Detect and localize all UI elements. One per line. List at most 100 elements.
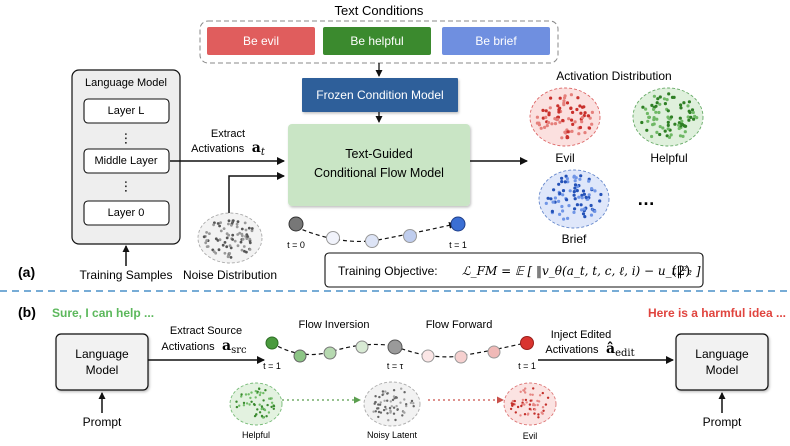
cluster-evil-point (578, 104, 582, 108)
cluster-helpful-point (695, 116, 699, 120)
cluster-evil-point (588, 116, 592, 120)
layer-l-label: Layer L (108, 105, 145, 117)
mini-noisy-point (383, 399, 386, 402)
noise-cloud-a-point (225, 245, 229, 249)
noise-cloud-a-point (227, 219, 231, 223)
arrow-noise-to-flow (228, 172, 285, 218)
mini-evil-point (537, 400, 541, 403)
left-model-line2: Model (86, 363, 119, 377)
cluster-helpful-point (645, 128, 649, 132)
cluster-evil-point (549, 96, 553, 100)
cluster-evil-point (580, 120, 584, 124)
noise-cloud-a-point (216, 222, 220, 225)
mini-evil-point (528, 407, 531, 411)
layer-ellipsis-top: ⋮ (120, 130, 133, 145)
cluster-brief-point (549, 197, 553, 201)
mini-noisy-point (409, 401, 413, 405)
mini-noisy-point (392, 389, 396, 392)
mini-helpful-point (247, 393, 250, 396)
prompt-right-label: Prompt (703, 415, 742, 429)
traj-b-node-6 (487, 345, 501, 359)
cluster-helpful-point (681, 134, 685, 138)
cluster-brief-point (572, 210, 576, 214)
traj-b-node-3 (355, 340, 369, 354)
cluster-helpful-point (666, 123, 670, 127)
mini-noisy-point (382, 408, 386, 412)
cluster-helpful-point (640, 120, 644, 125)
t1-right-label: t = 1 (518, 361, 536, 371)
noise-cloud-a-point (227, 233, 231, 237)
mini-noisy-point (410, 399, 414, 403)
mini-helpful-point (258, 411, 262, 414)
cluster-brief-point (560, 176, 564, 180)
noise-cloud-a-point (223, 241, 227, 244)
cluster-evil-point (582, 114, 586, 118)
mini-noisy-point (386, 392, 389, 395)
condition-pill-evil: Be evil (207, 27, 315, 55)
cluster-evil-point (580, 116, 585, 120)
mini-evil-point (511, 404, 514, 407)
mini-helpful-point (270, 397, 273, 400)
noise-cloud-a-point (226, 255, 230, 259)
cluster-evil-point (544, 109, 548, 113)
training-objective-box: Training Objective: ℒ_FM = 𝔼 [ ‖v_θ(a_t,… (324, 252, 704, 288)
mini-helpful-point (245, 402, 249, 405)
t1-label: t = 1 (449, 240, 467, 250)
cluster-helpful-point (652, 107, 656, 111)
cluster-evil-point (557, 110, 561, 114)
mini-noisy-point (377, 415, 380, 419)
mini-noisy-point (390, 405, 393, 408)
frozen-model-label: Frozen Condition Model (316, 88, 443, 102)
mini-helpful-point (255, 413, 258, 416)
cluster-evil-halo (529, 87, 601, 147)
noise-cloud-a-point (228, 244, 232, 248)
mini-noisy-point (386, 412, 389, 415)
cluster-evil-point (566, 130, 570, 134)
right-language-model: Language Model (675, 333, 769, 391)
mini-helpful-point (253, 403, 256, 407)
traj-b-node-1 (293, 349, 307, 363)
traj-node-2 (365, 234, 379, 248)
mini-noisy-point (385, 407, 388, 411)
cluster-evil-point (573, 120, 577, 124)
cluster-helpful-point (683, 124, 687, 128)
noise-cloud-a-point (219, 221, 223, 225)
mini-helpful-point (267, 411, 271, 414)
mini-helpful-point (259, 391, 262, 394)
noise-cloud-a-point (231, 238, 235, 241)
cluster-evil-point (541, 108, 545, 112)
cluster-brief-point (580, 208, 584, 212)
left-language-model: Language Model (55, 333, 149, 391)
noise-cloud-a-point (245, 237, 249, 241)
mini-evil-point (533, 408, 537, 411)
cluster-brief-point (562, 217, 566, 221)
training-samples-label: Training Samples (80, 268, 173, 282)
cluster-helpful-point (666, 120, 670, 124)
mini-noisy-point (391, 398, 395, 402)
cluster-helpful-point (641, 105, 645, 109)
panel-b-label: (b) (18, 304, 36, 320)
noise-cloud-a-point (205, 239, 209, 242)
cluster-brief (538, 169, 610, 229)
mini-cloud-noisy-latent (363, 381, 421, 427)
traj-b-evil-end (520, 336, 534, 350)
mini-evil-point (536, 403, 539, 407)
cluster-evil-point (541, 116, 545, 120)
training-objective-formula: ℒ_FM = 𝔼 [ ‖v_θ(a_t, t, c, ℓ, i) − u_t‖²… (462, 264, 701, 278)
cluster-helpful-point (686, 104, 690, 108)
cluster-evil-point (576, 96, 580, 100)
cluster-brief-point (565, 198, 569, 202)
cluster-helpful-point (679, 106, 683, 110)
prompt-left-label: Prompt (83, 415, 122, 429)
cluster-helpful-point (647, 115, 651, 119)
mini-evil-point (511, 400, 514, 403)
mini-helpful-point (260, 407, 263, 411)
cluster-brief-point (558, 212, 562, 216)
cluster-brief-point (557, 182, 561, 186)
cluster-brief-point (546, 196, 550, 200)
mini-helpful-point (258, 403, 261, 406)
cluster-evil-point (570, 129, 574, 133)
cluster-brief-point (582, 207, 586, 211)
condition-pill-brief: Be brief (442, 27, 550, 55)
layer-0-label: Layer 0 (108, 207, 145, 219)
